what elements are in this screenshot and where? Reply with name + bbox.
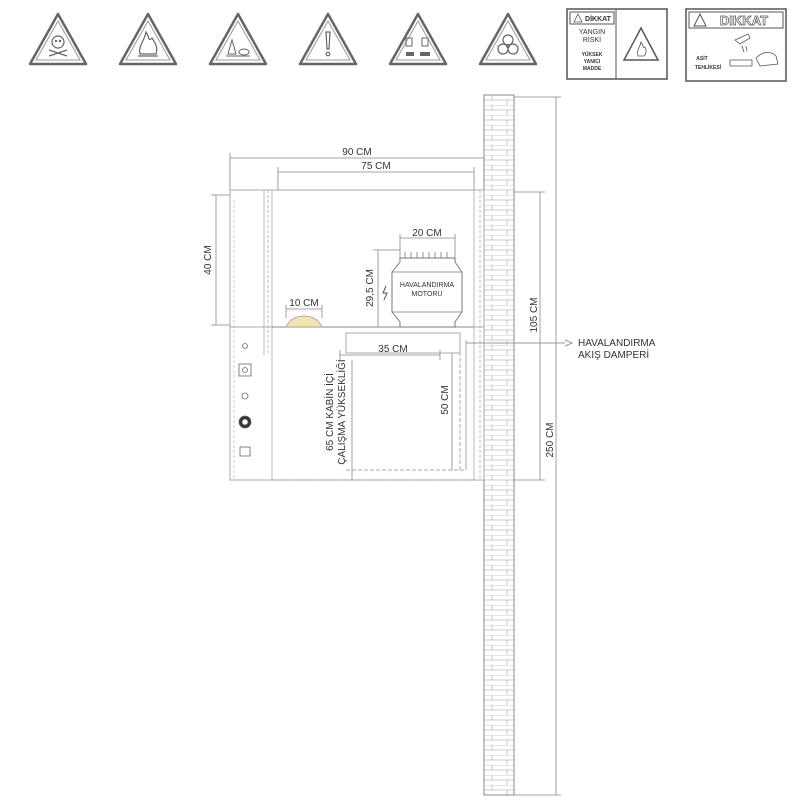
dimension-lines bbox=[211, 96, 561, 796]
dim-width-outer: 90 CM bbox=[342, 147, 371, 158]
motor-label-line2: MOTORU bbox=[412, 291, 443, 298]
fire-sign-line1: YANGIN bbox=[579, 29, 605, 36]
dim-upper-height: 40 CM bbox=[203, 245, 214, 274]
flammable-flame-icon bbox=[118, 12, 178, 66]
acid-sign-line2: TEHLİKESİ bbox=[695, 64, 722, 71]
dim-wall-total: 250 CM bbox=[545, 422, 556, 457]
brick-wall bbox=[483, 94, 515, 796]
damper-label-line2: AKIŞ DAMPERİ bbox=[578, 348, 649, 361]
control-panel bbox=[238, 343, 252, 457]
acid-sign-header: DIKKAT bbox=[720, 13, 768, 28]
dim-motor-width: 20 CM bbox=[412, 228, 441, 239]
corrosive-icon bbox=[388, 12, 448, 66]
dim-motor-height: 29,5 CM bbox=[365, 269, 376, 307]
indicator-light-icon-2 bbox=[241, 392, 249, 400]
toxic-skull-icon bbox=[28, 12, 88, 66]
fire-sign-line3: YÜKSEK bbox=[582, 51, 603, 58]
dim-lamp-width: 10 CM bbox=[289, 298, 318, 309]
motor-label-line1: HAVALANDIRMA bbox=[400, 282, 455, 289]
damper-label-line1: HAVALANDIRMA bbox=[578, 338, 656, 349]
switch-icon bbox=[238, 363, 252, 377]
work-height-label-line2: ÇALIŞMA YÜKSEKLİĞİ bbox=[335, 359, 348, 464]
fire-sign-header: DİKKAT bbox=[585, 15, 612, 23]
lightning-icon bbox=[382, 285, 388, 301]
general-warning-exclamation-icon bbox=[298, 12, 358, 66]
acid-danger-sign: DIKKAT ASİT TEHLİKESİ bbox=[685, 8, 787, 82]
acid-sign-line1: ASİT bbox=[696, 55, 707, 62]
cabinet-drawing bbox=[229, 189, 574, 481]
warning-triangle-icon bbox=[693, 12, 707, 27]
dim-shelf-depth: 35 CM bbox=[378, 344, 407, 355]
indicator-light-icon bbox=[242, 343, 248, 349]
cabinet-lamp bbox=[285, 315, 323, 328]
socket-icon bbox=[239, 446, 251, 457]
dim-width-inner: 75 CM bbox=[361, 161, 390, 172]
fire-risk-sign: DİKKAT YANGIN RİSKİ YÜKSEK YANICI MADDE bbox=[566, 8, 668, 80]
ventilation-motor: HAVALANDIRMA MOTORU bbox=[382, 252, 463, 328]
fire-sign-line4: YANICI bbox=[584, 59, 601, 65]
dim-inner-height: 50 CM bbox=[440, 385, 451, 414]
dim-wall-upper: 105 CM bbox=[529, 297, 540, 332]
biohazard-icon bbox=[478, 12, 538, 66]
acid-hand-icon bbox=[729, 33, 779, 67]
flame-warning-icon bbox=[622, 26, 660, 61]
fire-sign-line2: RİSKİ bbox=[583, 35, 601, 44]
environmental-hazard-icon bbox=[208, 12, 268, 66]
fire-sign-line5: MADDE bbox=[583, 66, 602, 72]
work-height-label-line1: 65 CM KABİN İÇİ bbox=[323, 373, 336, 451]
